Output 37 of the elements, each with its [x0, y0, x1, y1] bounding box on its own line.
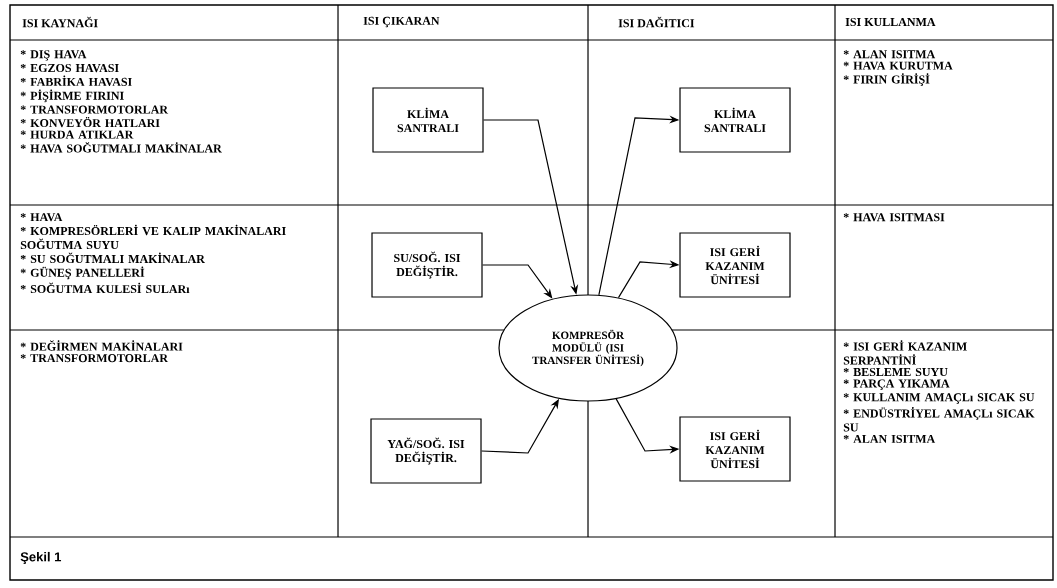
list-item: * FIRIN GİRİŞİ: [843, 73, 930, 86]
list-item: * HAVA SOĞUTMALI MAKİNALAR: [20, 142, 222, 153]
list-item: * FABRİKA HAVASI: [20, 75, 132, 86]
process-box: ISI GERİ KAZANIM ÜNİTESİ: [679, 232, 791, 298]
list-item: * TRANSFORMOTORLAR: [20, 354, 169, 363]
column-header: ISI DAĞITICI: [618, 16, 695, 28]
list-item: * SOĞUTMA KULESİ SULARı: [20, 282, 190, 294]
figure-caption: Şekil 1: [20, 551, 62, 565]
list-item: * SU SOĞUTMALI MAKİNALAR: [20, 252, 205, 263]
process-box: YAĞ/SOĞ. ISI DEĞİŞTİR.: [370, 418, 482, 484]
arrow: [482, 264, 553, 299]
column-header: ISI ÇIKARAN: [363, 16, 440, 28]
list-item: * PİŞİRME FIRINI: [20, 89, 124, 103]
process-box: SU/SOĞ. ISI DEĞİŞTİR.: [371, 232, 483, 298]
list-item: * ISI GERİ KAZANIM SERPANTİNİ: [843, 340, 967, 365]
list-item: * HAVA: [20, 213, 63, 222]
list-item: * HAVA ISITMASI: [843, 213, 945, 222]
list-item: * ALAN ISITMA: [843, 434, 936, 443]
list-item: * HURDA ATIKLAR: [20, 130, 134, 139]
list-item: * EGZOS HAVASI: [20, 64, 119, 73]
list-item: * DEĞİRMEN MAKİNALARI: [20, 340, 183, 351]
list-item: * KULLANIM AMAÇLı SICAK SU: [843, 393, 1035, 404]
column-header: ISI KULLANMA: [845, 17, 936, 26]
list-item: * ENDÜSTRİYEL AMAÇLı SICAK SU: [843, 407, 1035, 432]
list-item: * BESLEME SUYU: [843, 368, 948, 377]
list-item: * KOMPRESÖRLERİ VE KALIP MAKİNALARI SOĞUTMA SUYU: [20, 224, 286, 250]
process-box: KLİMA SANTRALI: [679, 87, 791, 153]
list-item: * ALAN ISITMA: [843, 50, 936, 59]
process-box: KLİMA SANTRALI: [372, 87, 484, 153]
process-box: ISI GERİ KAZANIM ÜNİTESİ: [679, 416, 791, 482]
list-item: * HAVA KURUTMA: [843, 61, 953, 70]
list-item: * DIŞ HAVA: [20, 50, 87, 61]
column-header: ISI KAYNAĞI: [22, 16, 98, 28]
list-item: * PARÇA YIKAMA: [843, 379, 950, 390]
list-item: * TRANSFORMOTORLAR: [20, 105, 169, 114]
list-item: * GÜNEŞ PANELLERİ: [20, 266, 145, 280]
list-item: * KONVEYÖR HATLARI: [20, 117, 160, 128]
